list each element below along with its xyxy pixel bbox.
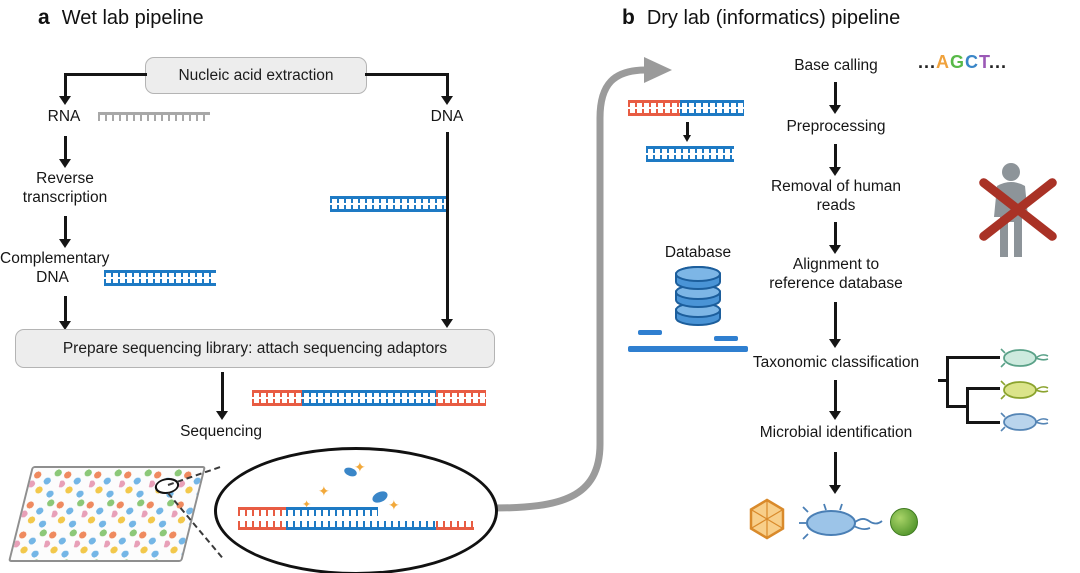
flow-arrow <box>64 296 67 322</box>
nucleotide-star-icon: ✦ <box>388 497 400 513</box>
flow-arrow <box>221 372 224 412</box>
taxonomic-classification-label: Taxonomic classification <box>752 354 920 371</box>
preprocessing-label: Preprocessing <box>786 118 886 135</box>
flow-arrow <box>834 380 837 412</box>
base-t: T <box>979 52 990 72</box>
adapter-segment <box>252 390 302 406</box>
template-strand-segment <box>436 520 474 530</box>
flow-arrow <box>446 132 449 320</box>
sequencing-label: Sequencing <box>180 423 262 440</box>
bacterium-icon <box>1000 348 1049 368</box>
reference-read-bar <box>638 330 662 335</box>
rna-label: RNA <box>47 108 81 125</box>
panel-a-title: a Wet lab pipeline <box>38 6 204 30</box>
base-calling-label: Base calling <box>794 57 878 74</box>
adapter-ligated-duplex <box>252 390 486 406</box>
trim-arrow <box>686 122 689 136</box>
nucleotide-star-icon: ✦ <box>354 459 366 475</box>
adapter-segment <box>436 390 486 406</box>
rna-strand <box>98 112 210 122</box>
dna-duplex-segment <box>330 196 446 212</box>
dna-duplex <box>330 196 446 212</box>
reference-read-bar <box>714 336 738 341</box>
panel-a-tag: a <box>38 6 50 29</box>
connector-line <box>365 73 448 76</box>
cdna-duplex-segment <box>104 270 216 286</box>
trimmed-read-duplex <box>646 146 734 162</box>
database-label: Database <box>664 244 732 261</box>
nascent-strand <box>238 507 378 517</box>
cdna-duplex <box>104 270 216 286</box>
nucleotide-star-icon: ✦ <box>302 499 312 511</box>
nucleic-acid-extraction-box: Nucleic acid extraction <box>145 57 367 94</box>
flow-arrow <box>446 73 449 97</box>
reverse-transcription-label: Reverse transcription <box>22 170 108 206</box>
template-strand-segment <box>238 520 286 530</box>
flow-arrow <box>834 82 837 106</box>
library-prep-box: Prepare sequencing library: attach seque… <box>15 329 495 368</box>
flow-arrow <box>64 73 67 97</box>
panel-b-title-text: Dry lab (informatics) pipeline <box>646 7 901 29</box>
virus-icon <box>749 498 785 540</box>
nucleotide-star-icon: ✦ <box>318 483 330 499</box>
base-a: A <box>936 52 951 72</box>
alignment-label: Alignment to reference database <box>769 256 903 292</box>
nascent-strand-segment <box>286 507 378 517</box>
read-segment <box>680 100 744 116</box>
flow-arrow <box>834 452 837 486</box>
bacterium-icon <box>1000 380 1049 400</box>
reference-genome-bar <box>628 346 748 352</box>
rna-strand-segment <box>98 112 210 122</box>
removal-human-reads-label: Removal of human reads <box>770 178 902 214</box>
library-prep-label: Prepare sequencing library: attach seque… <box>62 339 448 357</box>
read-segment <box>646 146 734 162</box>
insert-segment <box>302 390 436 406</box>
dna-label: DNA <box>430 108 464 125</box>
base-sequence: ...AGCT... <box>918 52 1007 73</box>
base-g: G <box>950 52 966 72</box>
coccus-icon <box>890 508 918 536</box>
human-figure <box>968 162 1068 266</box>
flow-arrow <box>64 216 67 240</box>
panel-a-title-text: Wet lab pipeline <box>61 7 204 29</box>
base-c: C <box>965 52 980 72</box>
flow-arrow <box>834 144 837 168</box>
template-strand-segment <box>286 520 436 530</box>
microbial-identification-label: Microbial identification <box>759 424 913 441</box>
bacterium-icon <box>1000 412 1049 432</box>
connector-line <box>65 73 147 76</box>
panel-b-title: b Dry lab (informatics) pipeline <box>622 6 900 30</box>
bacterium-icon <box>799 503 883 540</box>
read-pair-duplex <box>628 100 744 116</box>
complementary-dna-label: Complementary DNA <box>0 250 110 286</box>
flow-arrow <box>834 222 837 246</box>
extraction-box-label: Nucleic acid extraction <box>178 66 334 84</box>
template-strand <box>238 520 474 530</box>
panel-b-tag: b <box>622 6 635 29</box>
database-icon <box>675 266 721 326</box>
sequence-dots: ... <box>918 52 937 72</box>
sequence-dots: ... <box>989 52 1008 72</box>
nascent-strand-segment <box>238 507 286 517</box>
adapter-segment <box>628 100 680 116</box>
flow-arrow <box>64 136 67 160</box>
flow-arrow <box>834 302 837 340</box>
